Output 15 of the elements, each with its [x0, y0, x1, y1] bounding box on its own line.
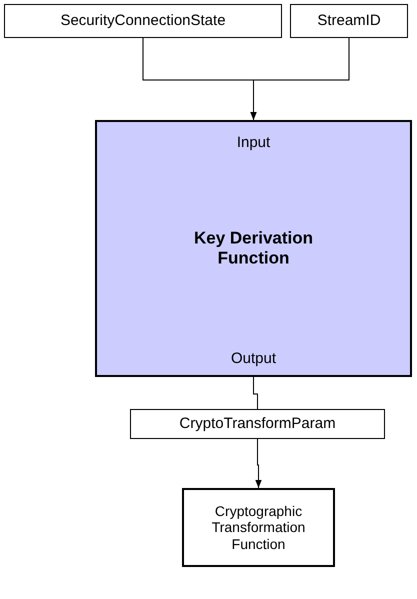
node-label: CryptoTransformParam [178, 415, 337, 433]
process-box [130, 409, 385, 439]
node-label: Output [230, 350, 278, 368]
node-label: SecurityConnectionState [59, 12, 227, 30]
arrow [255, 438, 262, 488]
node-label: Cryptographic Transformation Function [210, 502, 306, 553]
function-box [95, 120, 412, 377]
node-label: Key Derivation Function [192, 228, 314, 269]
process-box [290, 4, 408, 38]
process-box [182, 488, 335, 567]
node-label: Input [236, 134, 272, 152]
node-label: StreamID [316, 12, 382, 30]
arrow [250, 38, 350, 120]
process-box [4, 4, 282, 38]
connector-line [253, 376, 258, 410]
